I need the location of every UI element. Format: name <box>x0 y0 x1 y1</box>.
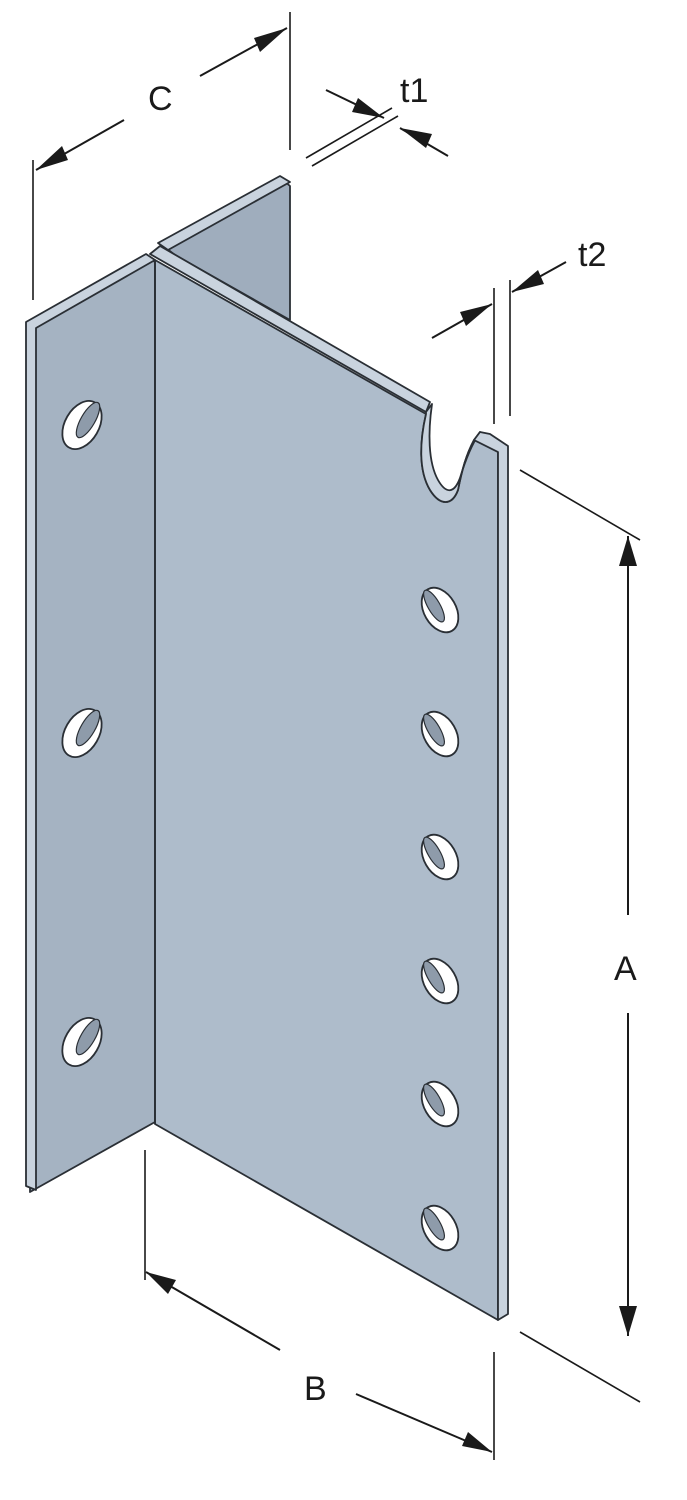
front-plate-face <box>154 259 499 1321</box>
front-hole <box>420 833 460 881</box>
dimension-t2-label: t2 <box>578 236 606 274</box>
dimension-b: B <box>144 1150 495 1460</box>
front-hole <box>420 586 460 634</box>
side-hole <box>61 708 103 758</box>
front-hole <box>420 957 460 1005</box>
front-hole <box>420 1080 460 1128</box>
front-plate-right-edge <box>473 431 509 1321</box>
front-hole <box>420 1204 460 1252</box>
front-plate-top-edge <box>149 245 431 413</box>
front-plate-holes <box>420 586 460 1252</box>
side-hole <box>61 1017 103 1067</box>
dimension-c: C <box>32 12 291 300</box>
side-flange-holes <box>61 400 103 1067</box>
dimension-t2: t2 <box>431 236 606 424</box>
side-flange-edge <box>25 253 156 1191</box>
side-hole <box>61 400 103 450</box>
dimension-a-label: A <box>614 950 637 988</box>
dimension-a: A <box>519 469 641 1403</box>
dimension-t1: t1 <box>305 72 449 167</box>
dimension-t1-label: t1 <box>400 72 428 110</box>
front-plate <box>149 245 509 1321</box>
dimension-b-label: B <box>304 1370 327 1408</box>
dimension-c-label: C <box>148 80 173 118</box>
front-hole <box>420 710 460 758</box>
